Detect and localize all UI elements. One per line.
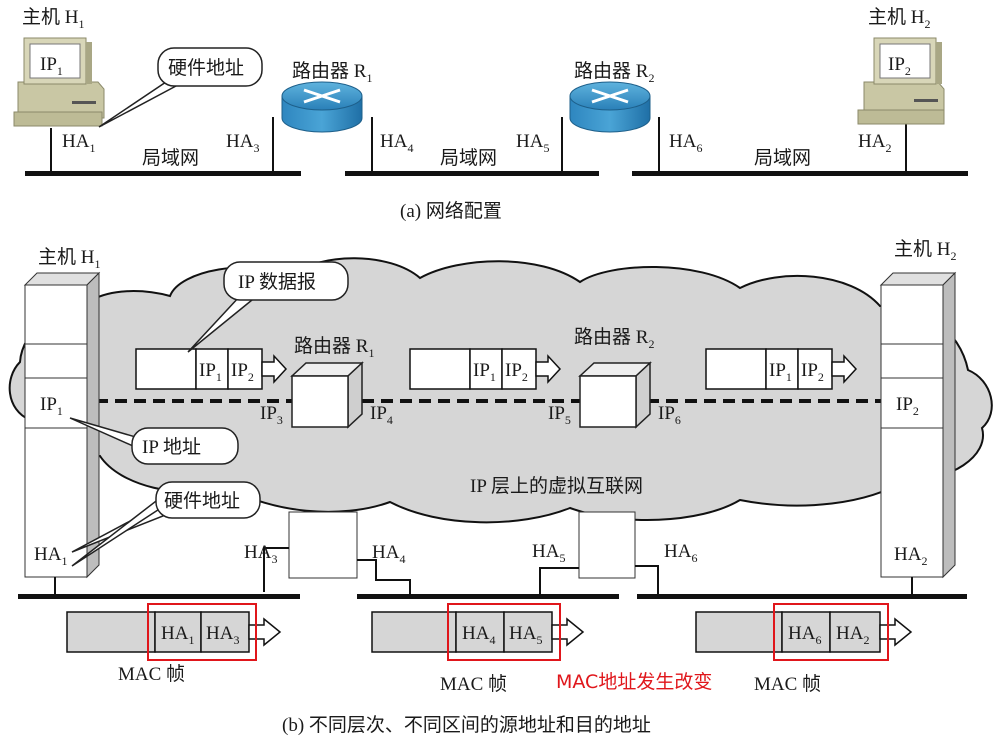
ip-datagram-3: IP1 IP2 xyxy=(705,348,858,390)
router1-ip-right: IP4 xyxy=(370,403,393,427)
router1-ha-left-b: HA3 xyxy=(244,542,277,566)
router2-ip-cube xyxy=(578,361,652,429)
router2-ip-right: IP6 xyxy=(658,403,681,427)
router1-ip-left: IP3 xyxy=(260,403,283,427)
mac-frame-2-label: MAC 帧 xyxy=(440,673,507,695)
svg-text:HA4: HA4 xyxy=(462,623,495,647)
svg-text:IP2: IP2 xyxy=(801,360,824,384)
svg-text:HA3: HA3 xyxy=(206,623,239,647)
host1-ha-b: HA1 xyxy=(34,544,67,568)
hardware-address-callout-a: 硬件地址 xyxy=(98,47,263,128)
host2-computer-icon xyxy=(857,37,945,171)
ip-datagram-2: IP1 IP2 xyxy=(409,348,562,390)
svg-text:硬件地址: 硬件地址 xyxy=(164,490,240,512)
ip-datagram-callout: IP 数据报 xyxy=(187,261,349,353)
svg-text:IP2: IP2 xyxy=(231,360,254,384)
host1-title: 主机 H1 xyxy=(22,6,84,31)
router1-title-b: 路由器 R1 xyxy=(294,335,374,360)
host2-protocol-stack xyxy=(879,271,957,579)
svg-text:HA5: HA5 xyxy=(509,623,542,647)
router2-title-b: 路由器 R2 xyxy=(574,326,654,351)
virtual-internet-cloud xyxy=(8,257,993,524)
mac-frame-3-label: MAC 帧 xyxy=(754,673,821,695)
hardware-address-callout-b: 硬件地址 xyxy=(71,481,261,567)
mac-frame-2: HA4 HA5 xyxy=(371,603,585,661)
host2-ip-b: IP2 xyxy=(896,394,919,418)
lan-label-3: 局域网 xyxy=(754,147,811,169)
mac-highlight-3 xyxy=(773,603,889,661)
caption-a: (a) 网络配置 xyxy=(400,200,502,222)
router1-icon xyxy=(272,81,373,171)
router2-ha-left-b: HA5 xyxy=(532,541,565,565)
router2-ha-left-a: HA5 xyxy=(516,131,549,155)
part-b-address-layers: 主机 H1 IP1 HA1 主机 H2 IP2 HA2 路由器 R1 IP3 I… xyxy=(8,238,993,736)
mac-highlight-2 xyxy=(447,603,561,661)
svg-text:IP1: IP1 xyxy=(199,360,222,384)
mac-frame-1-label: MAC 帧 xyxy=(118,663,185,685)
svg-text:硬件地址: 硬件地址 xyxy=(168,57,244,79)
router1-ha-left-a: HA3 xyxy=(226,131,259,155)
mac-change-note: MAC地址发生改变 xyxy=(556,671,712,693)
host2-hardware-address: HA2 xyxy=(858,131,891,155)
router2-ha-right-a: HA6 xyxy=(669,131,702,155)
host1-ip-label: IP1 xyxy=(40,54,63,78)
lan-line-2 xyxy=(345,171,599,176)
svg-text:IP 数据报: IP 数据报 xyxy=(238,271,316,293)
mac-highlight-1 xyxy=(147,603,257,661)
lan-line-3 xyxy=(632,171,968,176)
host1-title-b: 主机 H1 xyxy=(38,246,100,271)
svg-text:IP1: IP1 xyxy=(473,360,496,384)
host2-title: 主机 H2 xyxy=(868,6,930,31)
router2-ip-left: IP5 xyxy=(548,403,571,427)
router1-title-a: 路由器 R1 xyxy=(292,60,372,85)
router2-ha-right-b: HA6 xyxy=(664,541,697,565)
mac-frame-1: HA1 HA3 xyxy=(66,603,282,661)
lan-line-1 xyxy=(25,171,301,176)
lan-line-b-2 xyxy=(357,594,619,599)
cloud-label: IP 层上的虚拟互联网 xyxy=(470,475,643,497)
router2-link-box xyxy=(539,511,659,594)
svg-text:HA1: HA1 xyxy=(161,623,194,647)
svg-text:IP 地址: IP 地址 xyxy=(142,436,201,458)
lan-line-b-1 xyxy=(18,594,300,599)
svg-text:IP1: IP1 xyxy=(769,360,792,384)
mac-frame-3: HA6 HA2 xyxy=(695,603,913,661)
svg-text:IP2: IP2 xyxy=(505,360,528,384)
svg-text:HA6: HA6 xyxy=(788,623,821,647)
ip-address-callout: IP 地址 xyxy=(69,417,239,465)
part-a-network-config: IP1 主机 H1 HA1 硬件地址 局域网 路由器 R1 HA3 HA4 局域… xyxy=(13,6,968,222)
router1-link-box xyxy=(263,511,411,594)
host1-ip-b: IP1 xyxy=(40,394,63,418)
caption-b: (b) 不同层次、不同区间的源地址和目的地址 xyxy=(282,714,651,736)
host1-computer-icon xyxy=(13,37,105,171)
host2-ha-b: HA2 xyxy=(894,544,927,568)
lan-line-b-3 xyxy=(637,594,967,599)
host1-hardware-address: HA1 xyxy=(62,131,95,155)
host2-title-b: 主机 H2 xyxy=(894,238,956,263)
router2-title-a: 路由器 R2 xyxy=(574,60,654,85)
svg-text:HA2: HA2 xyxy=(836,623,869,647)
lan-label-1: 局域网 xyxy=(142,147,199,169)
lan-label-2: 局域网 xyxy=(440,147,497,169)
ip-datagram-1: IP1 IP2 xyxy=(135,348,288,390)
router2-icon xyxy=(561,81,660,171)
router1-ha-right-b: HA4 xyxy=(372,542,405,566)
host2-ip-label: IP2 xyxy=(888,54,911,78)
router1-ip-cube xyxy=(290,361,364,429)
router1-ha-right-a: HA4 xyxy=(380,131,413,155)
